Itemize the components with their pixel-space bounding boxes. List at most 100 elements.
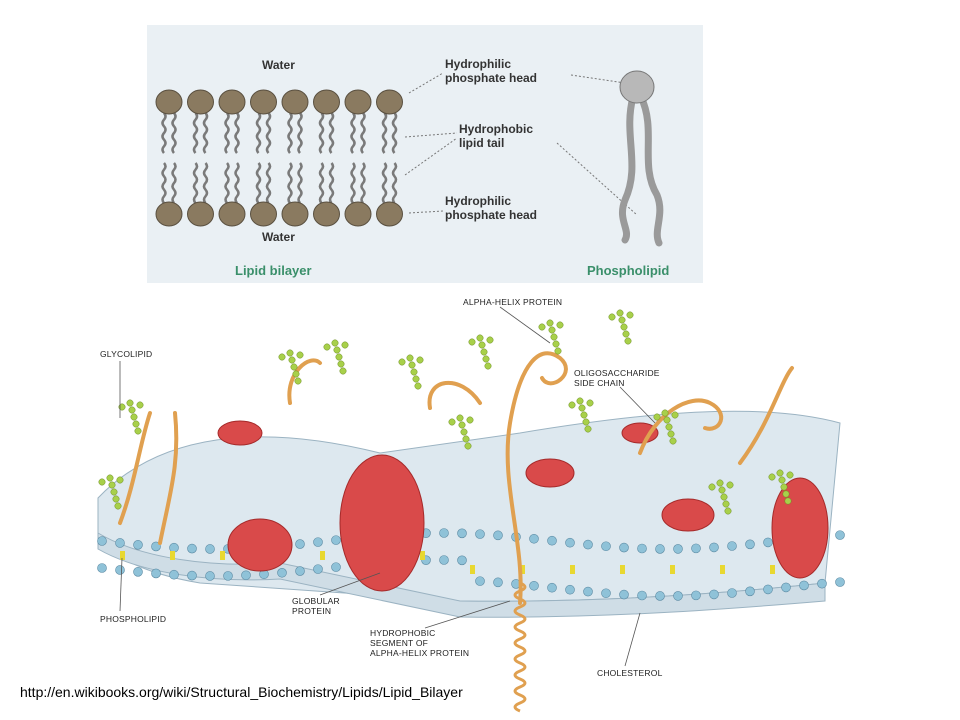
phospholipid-head bbox=[187, 570, 197, 581]
sugar-bead bbox=[331, 339, 339, 347]
protein-chain bbox=[505, 351, 568, 605]
phospholipid-head bbox=[223, 571, 233, 581]
sugar-bead bbox=[128, 406, 136, 414]
phospholipid-head bbox=[493, 577, 503, 588]
leader-line bbox=[404, 137, 458, 176]
sugar-bead bbox=[108, 481, 116, 489]
phospholipid-head bbox=[313, 537, 323, 547]
sugar-bead bbox=[398, 358, 406, 366]
phospholipid-head bbox=[709, 542, 719, 553]
label-line: ALPHA-HELIX PROTEIN bbox=[370, 648, 470, 658]
sugar-bead bbox=[112, 495, 120, 503]
globular-protein bbox=[339, 454, 425, 592]
sugar-bead bbox=[278, 353, 286, 361]
sugar-bead bbox=[337, 360, 345, 368]
phospholipid-head bbox=[601, 541, 611, 552]
phospholipid-head bbox=[205, 571, 215, 581]
lipid-tail bbox=[318, 162, 325, 204]
phospholipid-head bbox=[115, 538, 125, 548]
phospholipid-head bbox=[115, 565, 125, 575]
phospholipid-head bbox=[673, 591, 683, 601]
phospholipid-head bbox=[601, 588, 611, 599]
sugar-bead bbox=[482, 355, 490, 363]
phosphate-head bbox=[218, 201, 246, 227]
phospholipid-head bbox=[475, 529, 485, 539]
oligosaccharide-chain bbox=[278, 349, 304, 385]
sugar-bead bbox=[114, 502, 122, 510]
sugar-bead bbox=[667, 430, 675, 438]
sugar-bead bbox=[288, 356, 296, 364]
leader-line bbox=[408, 210, 444, 214]
sugar-bead bbox=[722, 500, 730, 508]
sugar-bead bbox=[294, 377, 302, 385]
sugar-bead bbox=[556, 321, 564, 329]
protein-chain bbox=[427, 380, 482, 410]
phospholipid-head bbox=[331, 535, 341, 545]
sugar-bead bbox=[576, 397, 584, 405]
sugar-bead bbox=[726, 481, 734, 489]
phosphate-head bbox=[250, 89, 277, 115]
globular-protein bbox=[227, 518, 293, 572]
phospholipid-head bbox=[817, 578, 827, 589]
lipid-tail bbox=[161, 112, 167, 154]
head-groups bbox=[97, 528, 845, 601]
lipid-tail bbox=[255, 162, 262, 204]
phospholipid-head bbox=[475, 576, 485, 586]
sugar-bead bbox=[578, 404, 586, 412]
lipid-tail bbox=[255, 112, 262, 154]
phospholipid-head bbox=[439, 528, 449, 538]
lipid-tail bbox=[234, 162, 240, 204]
sugar-bead bbox=[333, 346, 341, 354]
bilayer-illustration bbox=[155, 70, 664, 247]
lipid-tail bbox=[360, 162, 366, 204]
alpha-helix-protein-label: ALPHA-HELIX PROTEIN bbox=[463, 297, 563, 307]
leader-line bbox=[424, 600, 511, 629]
lipid-tail bbox=[391, 112, 398, 154]
sugar-bead bbox=[466, 416, 474, 424]
phospholipid-head bbox=[457, 528, 467, 539]
lipid-tail bbox=[297, 112, 303, 154]
cholesterol-molecule bbox=[620, 565, 625, 574]
phosphate-head bbox=[281, 201, 309, 227]
lipid-tail bbox=[265, 112, 272, 154]
phospholipid-head bbox=[565, 537, 575, 548]
phospholipid-head bbox=[439, 555, 449, 565]
lipid-tail bbox=[381, 112, 388, 154]
lipid-tail bbox=[171, 112, 177, 154]
phosphate-head bbox=[155, 89, 183, 115]
phospholipid-head bbox=[529, 580, 539, 591]
phospholipid-head bbox=[727, 541, 737, 551]
sugar-bead bbox=[620, 323, 628, 331]
membrane-illustration bbox=[97, 306, 845, 713]
label-line: Hydrophilic bbox=[445, 194, 512, 208]
lipid-tail bbox=[391, 162, 398, 204]
sugar-bead bbox=[323, 343, 331, 351]
sugar-bead bbox=[584, 425, 592, 433]
phosphate-head bbox=[250, 201, 277, 227]
protein-chain bbox=[287, 358, 322, 405]
sugar-bead bbox=[782, 490, 790, 498]
lipid-tail bbox=[202, 162, 209, 204]
label-line: lipid tail bbox=[459, 136, 505, 150]
cholesterol-molecule bbox=[670, 565, 675, 574]
phospholipid-head bbox=[835, 577, 845, 587]
cholesterol-molecule bbox=[220, 551, 225, 560]
lipid-tail bbox=[381, 162, 388, 204]
phosphate-head bbox=[376, 201, 403, 227]
leader-line bbox=[619, 386, 656, 424]
sugar-bead bbox=[665, 423, 673, 431]
sugar-bead bbox=[716, 479, 724, 487]
protein-chain bbox=[638, 398, 724, 455]
sugar-bead bbox=[724, 507, 732, 515]
sugar-bead bbox=[671, 411, 679, 419]
phosphate-head bbox=[187, 201, 214, 227]
hydrophilic-head-label-bottom: Hydrophilic phosphate head bbox=[445, 194, 537, 222]
protein-chain bbox=[738, 366, 794, 465]
phospholipid-label: PHOSPHOLIPID bbox=[100, 614, 167, 624]
cholesterol-molecule bbox=[420, 551, 425, 560]
sugar-bead bbox=[550, 333, 558, 341]
sugar-bead bbox=[568, 401, 576, 409]
phospholipid-head bbox=[97, 536, 107, 546]
leader-line bbox=[319, 572, 381, 596]
water-top-label: Water bbox=[262, 58, 295, 72]
